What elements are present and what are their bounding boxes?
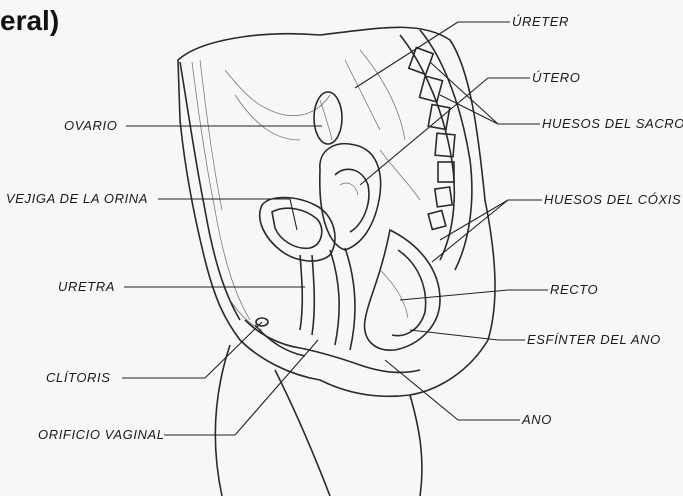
title-fragment: eral): [0, 5, 59, 36]
label-ano: ANO: [521, 412, 552, 427]
labels: ÚRETER ÚTERO HUESOS DEL SACRO OVARIO VEJ…: [6, 14, 683, 442]
label-uretra: URETRA: [58, 279, 115, 294]
label-ovario: OVARIO: [64, 118, 117, 133]
pelvis-illustration: [178, 27, 495, 496]
uterus-shape: [320, 144, 381, 250]
label-esfinter: ESFÍNTER DEL ANO: [527, 332, 661, 347]
label-huesos-coxis: HUESOS DEL CÓXIS: [544, 192, 681, 207]
ovary-shape: [314, 92, 342, 144]
label-vejiga: VEJIGA DE LA ORINA: [6, 191, 148, 206]
label-recto: RECTO: [550, 282, 598, 297]
label-huesos-sacro: HUESOS DEL SACRO: [542, 116, 683, 131]
label-clitoris: CLÍTORIS: [46, 370, 111, 385]
label-orificio-vaginal: ORIFICIO VAGINAL: [38, 427, 165, 442]
leader-lines: [122, 22, 548, 435]
sacrum-vertebrae: [400, 30, 472, 270]
label-utero: ÚTERO: [532, 70, 581, 85]
label-ureter: ÚRETER: [512, 14, 569, 29]
